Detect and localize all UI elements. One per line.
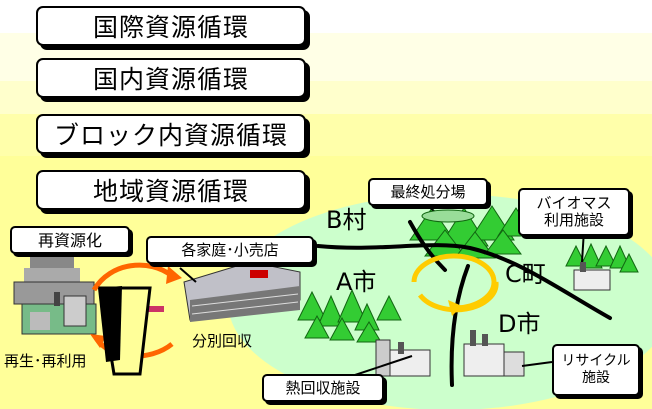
landfill-icon [421, 209, 475, 223]
label-recycle-facility: リサイクル 施設 [552, 344, 640, 396]
town-a-city: A市 [336, 268, 377, 296]
town-c-town: C町 [505, 260, 546, 288]
level-block: ブロック内資源循環 [36, 114, 306, 154]
factory-icon [463, 330, 525, 377]
tree-icon [297, 288, 402, 343]
factory-icon [573, 262, 611, 291]
label-recycling: 再資源化 [10, 226, 130, 254]
level-domestic: 国内資源循環 [36, 58, 306, 98]
label-biomass: バイオマス 利用施設 [518, 188, 630, 236]
factory-icon [13, 256, 97, 335]
label-reuse: 再生･再利用 [4, 352, 87, 370]
roads [316, 220, 612, 387]
factory-icon [375, 339, 431, 377]
store-icon [183, 261, 301, 322]
trash-can-icon [98, 286, 164, 376]
level-international: 国際資源循環 [36, 6, 306, 46]
town-b-village: B村 [326, 206, 367, 234]
cycle-arrow-icon [411, 253, 499, 313]
level-regional: 地域資源循環 [36, 170, 306, 210]
label-heat-recovery: 熱回収施設 [262, 374, 384, 402]
label-final-disposal: 最終処分場 [368, 178, 488, 206]
label-separate-collection: 分別回収 [192, 332, 253, 350]
tree-icon [565, 242, 639, 273]
town-d-city: D市 [498, 310, 541, 338]
label-households: 各家庭･小売店 [146, 236, 314, 264]
